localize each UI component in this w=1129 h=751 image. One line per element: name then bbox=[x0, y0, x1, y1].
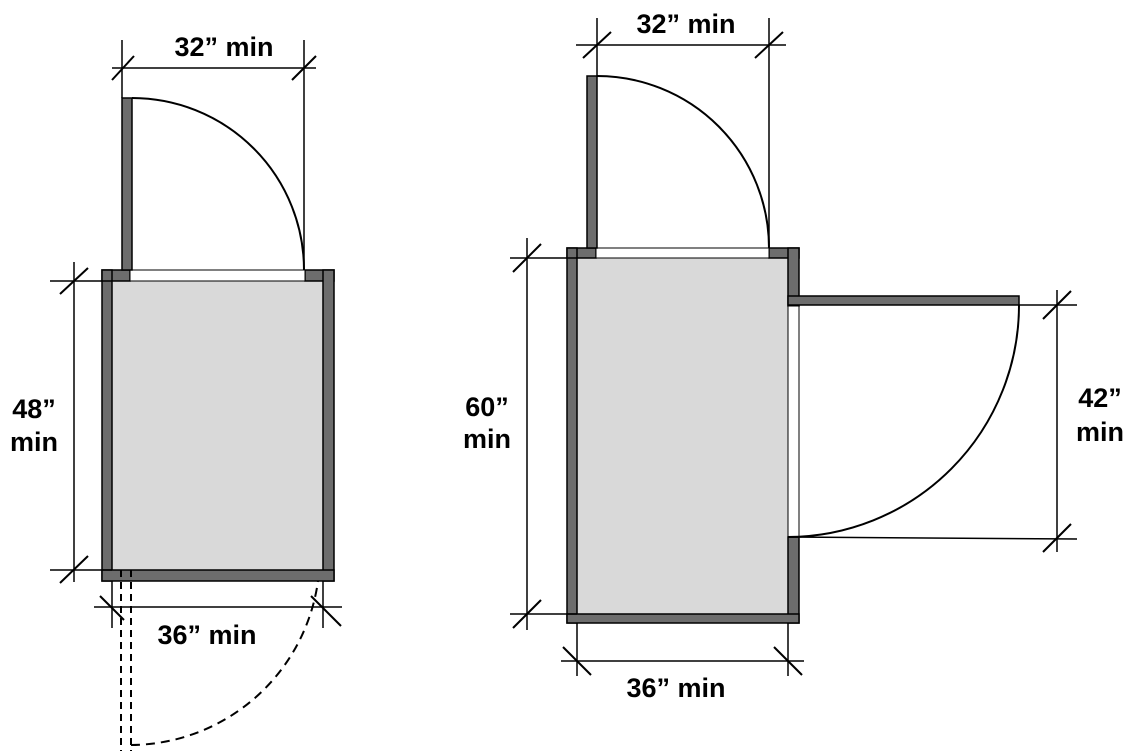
doorway-opening bbox=[129, 269, 306, 282]
door-swing-arc-top bbox=[596, 75, 770, 249]
label-width: 36” min bbox=[626, 673, 725, 703]
dimension-width bbox=[561, 623, 804, 676]
door-leaf-side bbox=[787, 295, 1020, 306]
label-depth-value: 48” bbox=[12, 394, 56, 424]
label-door-width: 32” min bbox=[174, 32, 273, 62]
dashed-door bbox=[120, 570, 319, 751]
wall-bottom bbox=[101, 569, 335, 582]
wall-left bbox=[101, 269, 113, 582]
dimension-width bbox=[94, 581, 342, 628]
label-width: 36” min bbox=[157, 620, 256, 650]
dimension-door-width bbox=[111, 40, 317, 270]
label-door-width: 32” min bbox=[636, 9, 735, 39]
label-side-door-unit: min bbox=[1076, 417, 1124, 447]
dimension-depth bbox=[510, 238, 577, 630]
dimension-depth bbox=[50, 262, 112, 584]
wall-bottom bbox=[566, 613, 800, 624]
doorway-opening-top bbox=[595, 247, 770, 259]
dimension-side-door bbox=[787, 290, 1078, 553]
label-depth-unit: min bbox=[10, 427, 58, 457]
diagram-vestibule-in-series: 32” min 48” min 36” min bbox=[10, 32, 342, 751]
label-side-door-value: 42” bbox=[1078, 383, 1122, 413]
door-leaf bbox=[121, 97, 133, 271]
door-leaf-top bbox=[586, 75, 598, 249]
doorway-opening-side bbox=[787, 305, 800, 538]
floor-area bbox=[112, 281, 323, 570]
door-swing-arc bbox=[131, 97, 305, 271]
floor-area bbox=[577, 258, 788, 614]
wall-right bbox=[322, 269, 335, 582]
label-depth-unit: min bbox=[463, 424, 511, 454]
diagram-vestibule-90-degree-turn: 32” min 60” min 36” min 42” bbox=[463, 9, 1124, 703]
wall-left bbox=[566, 247, 578, 624]
door-swing-arc-side bbox=[787, 304, 1020, 538]
dimension-door-width bbox=[576, 18, 786, 248]
label-depth-value: 60” bbox=[465, 392, 509, 422]
wall-right-lower bbox=[787, 536, 800, 624]
